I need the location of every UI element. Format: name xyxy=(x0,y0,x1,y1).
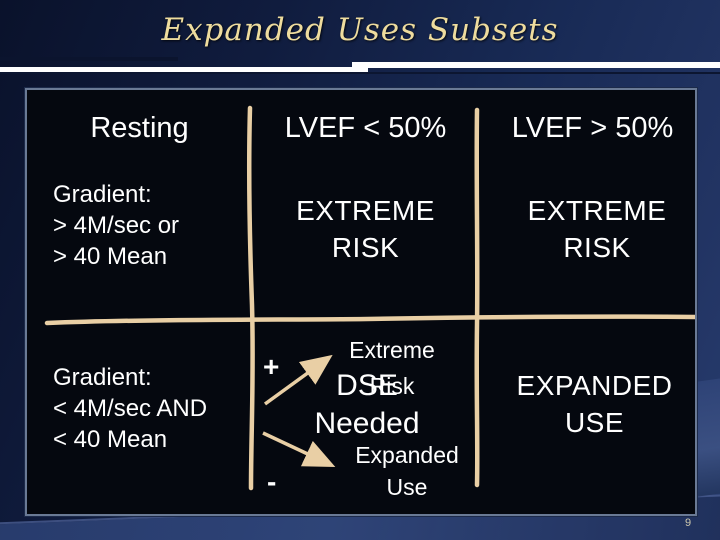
outcome-expanded-use: Expanded Use xyxy=(332,439,482,503)
title-rule-white-left xyxy=(0,67,368,72)
outcome-line: Expanded xyxy=(355,442,459,468)
criteria-line: Gradient: xyxy=(53,364,152,391)
cell-expanded-use-lvef-high: EXPANDED USE xyxy=(477,367,712,441)
outcome-line: Use xyxy=(386,474,428,500)
plus-sign: + xyxy=(263,351,280,382)
cell-line: EXTREME xyxy=(296,195,435,226)
matrix-panel: Resting LVEF < 50% LVEF > 50% Gradient: … xyxy=(25,88,697,516)
cell-line: EXTREME xyxy=(527,195,667,226)
cell-line: USE xyxy=(564,407,625,438)
outcome-line: Extreme xyxy=(349,337,435,363)
outcome-line: Risk xyxy=(369,373,415,399)
criteria-line: > 4M/sec or xyxy=(53,212,180,239)
cell-line: RISK xyxy=(331,232,400,263)
criteria-line: > 40 Mean xyxy=(53,243,168,270)
positive-arrow xyxy=(263,354,333,406)
divider-and-arrow-layer xyxy=(44,105,695,491)
page-number: 9 xyxy=(684,517,692,529)
dse-line: Needed xyxy=(314,407,420,440)
criteria-high-gradient: Gradient: > 4M/sec or > 40 Mean xyxy=(53,179,179,272)
dse-line: DSE xyxy=(336,369,398,402)
cell-extreme-risk-lvef-low: EXTREME RISK xyxy=(252,192,479,266)
slide-title: Expanded Uses Subsets xyxy=(161,12,559,48)
criteria-line: Gradient: xyxy=(53,181,152,208)
header-resting: Resting xyxy=(90,112,189,144)
criteria-low-gradient: Gradient: < 4M/sec AND < 40 Mean xyxy=(53,362,207,455)
cell-extreme-risk-lvef-high: EXTREME RISK xyxy=(482,192,712,266)
title-rule-white-right xyxy=(352,62,720,68)
row-divider xyxy=(44,314,695,326)
criteria-line: < 40 Mean xyxy=(53,426,168,453)
outcome-extreme-risk: Extreme Risk xyxy=(332,332,452,404)
cell-dse-needed: DSE Needed xyxy=(287,367,447,443)
title-rule-dark-segment xyxy=(0,57,178,61)
minus-sign: - xyxy=(267,466,277,497)
title-rule-underline xyxy=(0,72,720,74)
column-divider-left xyxy=(246,105,255,491)
header-lvef-low: LVEF < 50% xyxy=(284,112,447,144)
criteria-line: < 4M/sec AND xyxy=(53,395,208,422)
header-lvef-high: LVEF > 50% xyxy=(511,112,674,144)
cell-line: RISK xyxy=(563,232,631,263)
negative-arrow xyxy=(262,431,336,467)
cell-line: EXPANDED xyxy=(516,370,673,401)
column-divider-right xyxy=(474,107,480,488)
